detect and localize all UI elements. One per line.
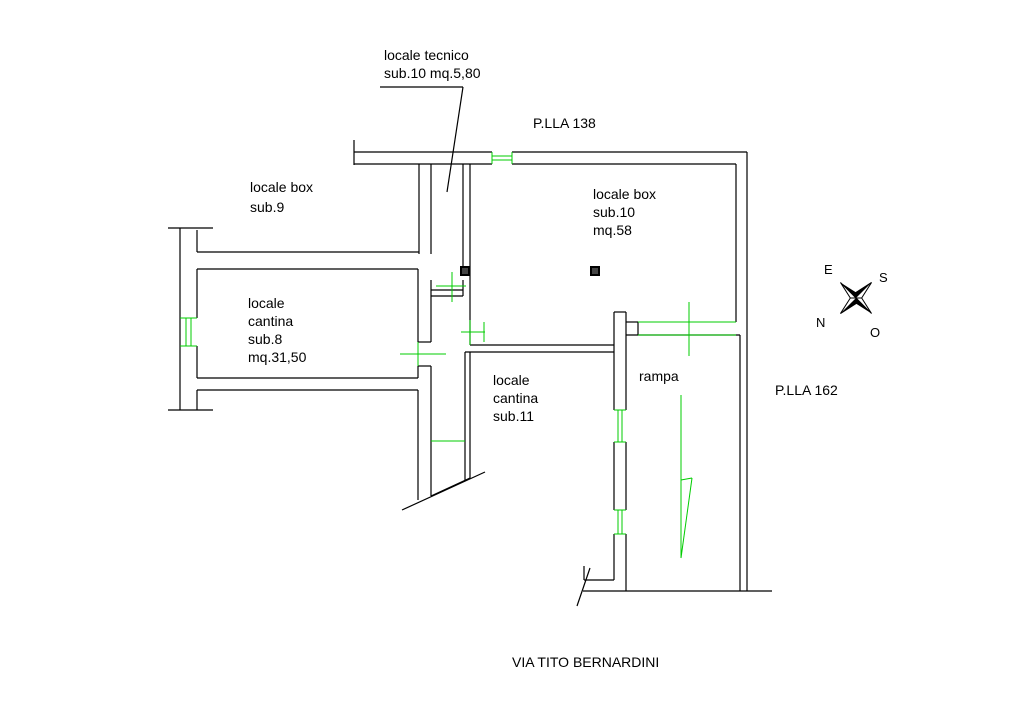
utility-markers [460,266,600,276]
label-locale-cantina-sub8: locale cantina sub.8 mq.31,50 [248,294,306,366]
label-line: locale tecnico [384,47,469,63]
label-line: locale box [593,186,657,202]
openings [180,152,736,559]
compass-south-label: S [879,270,888,285]
label-street: VIA TITO BERNARDINI [512,654,660,670]
label-line: mq.58 [593,222,632,238]
compass-north-label: N [816,315,826,330]
label-line: mq.31,50 [248,349,307,365]
label-plla-138: P.LLA 138 [533,115,596,131]
label-line: sub.10 mq.5,80 [384,65,481,81]
label-line: sub.11 [493,408,534,424]
label-line: locale [493,372,530,388]
compass-rose [840,282,872,314]
label-locale-box-sub9: locale box sub.9 [250,178,313,216]
label-line: cantina [248,313,294,329]
label-locale-tecnico: locale tecnico sub.10 mq.5,80 [384,46,481,82]
label-rampa: rampa [639,368,679,384]
label-line: locale box [250,179,314,195]
label-line: sub.9 [250,199,285,215]
label-line: cantina [493,390,539,406]
label-locale-cantina-sub11: locale cantina sub.11 [493,371,538,425]
compass-east-label: E [824,262,833,277]
label-locale-box-sub10: locale box sub.10 mq.58 [593,185,656,239]
label-line: sub.10 [593,204,636,220]
label-plla-162: P.LLA 162 [775,382,838,398]
compass-west-label: O [870,325,881,340]
label-line: locale [248,295,285,311]
label-line: sub.8 [248,331,283,347]
walls [168,86,772,607]
